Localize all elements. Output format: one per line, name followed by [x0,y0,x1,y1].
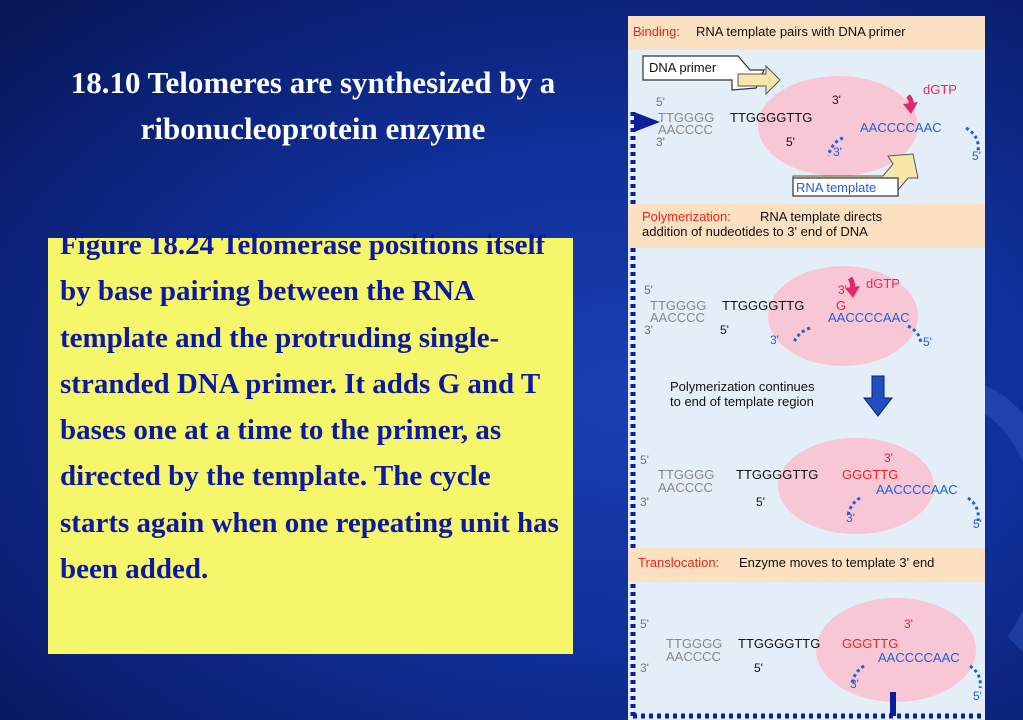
translocation-marker [890,692,896,716]
end-5-label: 5' [640,617,649,631]
ext-added-bases: GGGTTG [842,467,898,482]
binding-strand-top-a: TTGGGG [658,110,714,125]
caption-box [48,238,573,654]
poly-added-base: G [836,298,846,313]
rna-template-label: RNA template [796,180,876,195]
ext-strand-top-a: TTGGGG [658,467,714,482]
end-3-label: 3' [850,677,859,691]
ext-template: AACCCCAAC [876,482,958,497]
template-tail-left [791,326,811,345]
entry-arrow [634,112,660,132]
end-3-label: 3' [644,323,653,337]
dna-backbone-dots [630,112,983,719]
template-tail-right [969,664,982,689]
dna-primer-callout [642,55,765,91]
telomerase-enzyme [758,76,918,176]
continue-down-arrow [862,375,894,417]
translocation-header-band [628,548,985,582]
poly-strand-bottom: AACCCC [650,310,705,325]
end-3-label: 3' [640,495,649,509]
binding-heading: Binding: [633,24,680,39]
end-5-label: 5' [640,453,649,467]
binding-dgtp: dGTP [923,82,957,97]
end-3-label: 3' [832,93,841,107]
trans-strand-top-b: TTGGGGTTG [738,636,820,651]
template-tail-right [965,126,980,152]
end-3-label: 3' [770,333,779,347]
continues-line1: Polymerization continues [670,379,815,394]
trans-strand-bottom: AACCCC [666,649,721,664]
end-5-label: 5' [720,323,729,337]
end-3-label: 3' [846,511,855,525]
continues-line2: to end of template region [670,394,814,409]
binding-strand-bottom: AACCCC [658,122,713,137]
binding-template: AACCCCAAC [860,120,942,135]
telomerase-diagram: Binding: RNA template pairs with DNA pri… [628,16,985,720]
ext-strand-top-b: TTGGGGTTG [736,467,818,482]
end-5-label: 5' [786,135,795,149]
end-5-label: 5' [756,495,765,509]
end-3-label: 3' [833,145,842,159]
template-tail-left [850,664,865,685]
template-tail-right [967,496,980,522]
end-3-label: 3' [904,617,913,631]
binding-header-band [628,16,985,50]
trans-template: AACCCCAAC [878,650,960,665]
trans-added-bases: GGGTTG [842,636,898,651]
end-5-label: 5' [644,283,653,297]
template-tail-right [907,324,923,345]
dgtp-arrowhead [903,102,918,114]
end-5-label: 5' [972,149,981,163]
telomerase-enzyme [778,438,934,534]
polymerization-heading: Polymerization: [642,209,731,224]
slide-title: 18.10 Telomeres are synthesized by a rib… [70,65,556,146]
end-5-label: 5' [973,689,982,703]
end-3-label: 3' [884,451,893,465]
binding-strand-top-b: TTGGGGTTG [730,110,812,125]
translocation-text: Enzyme moves to template 3' end [739,555,934,570]
template-tail-left [826,136,844,157]
end-5-label: 5' [973,517,982,531]
ext-strand-bottom: AACCCC [658,480,713,495]
template-tail-left [846,496,861,517]
dna-primer-arrow [737,64,781,96]
end-5-label: 5' [754,661,763,675]
poly-strand-top-a: TTGGGG [650,298,706,313]
figure-caption: Figure 18.24 Telomerase positions itself… [60,229,559,586]
poly-template: AACCCCAAC [828,310,910,325]
end-3-label: 3' [640,661,649,675]
poly-strand-top-b: TTGGGGTTG [722,298,804,313]
poly-dgtp: dGTP [866,276,900,291]
binding-text: RNA template pairs with DNA primer [696,24,906,39]
polymerization-text-line2: addition of nudeotides to 3' end of DNA [642,224,868,239]
dna-primer-label: DNA primer [649,60,717,75]
trans-strand-top-a: TTGGGG [666,636,722,651]
polymerization-header-band [628,204,985,248]
dgtp-arrowhead [845,286,860,298]
telomerase-enzyme [768,266,918,366]
end-5-label: 5' [923,335,932,349]
translocation-heading: Translocation: [638,555,719,570]
polymerization-text-line1: RNA template directs [760,209,883,224]
end-3-label: 3' [838,283,847,297]
end-3-label: 3' [656,135,665,149]
rna-template-callout [792,177,899,197]
end-5-label: 5' [656,95,665,109]
